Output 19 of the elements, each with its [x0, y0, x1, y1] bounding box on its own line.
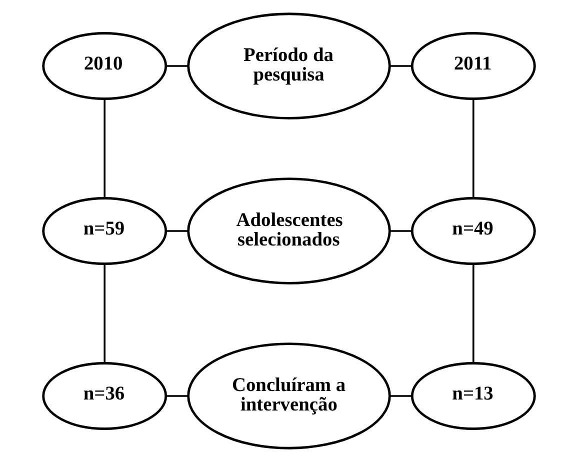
node-ellipse: 2011	[410, 32, 536, 100]
connector	[472, 98, 474, 198]
node-ellipse: n=59	[42, 196, 168, 264]
node-ellipse: n=36	[42, 362, 168, 430]
node-ellipse: 2010	[42, 32, 168, 100]
connector	[104, 263, 106, 363]
connector	[390, 64, 412, 66]
connector	[472, 263, 474, 363]
connector	[166, 64, 188, 66]
node-ellipse: n=13	[410, 362, 536, 430]
node-ellipse: Concluíram a intervenção	[187, 342, 391, 449]
connector	[166, 230, 188, 232]
connector	[104, 98, 106, 198]
node-ellipse: Adolescentes selecionados	[187, 177, 391, 284]
connector	[390, 394, 412, 396]
node-ellipse: Período da pesquisa	[187, 12, 391, 119]
node-ellipse: n=49	[410, 196, 536, 264]
connector	[390, 230, 412, 232]
connector	[166, 394, 188, 396]
